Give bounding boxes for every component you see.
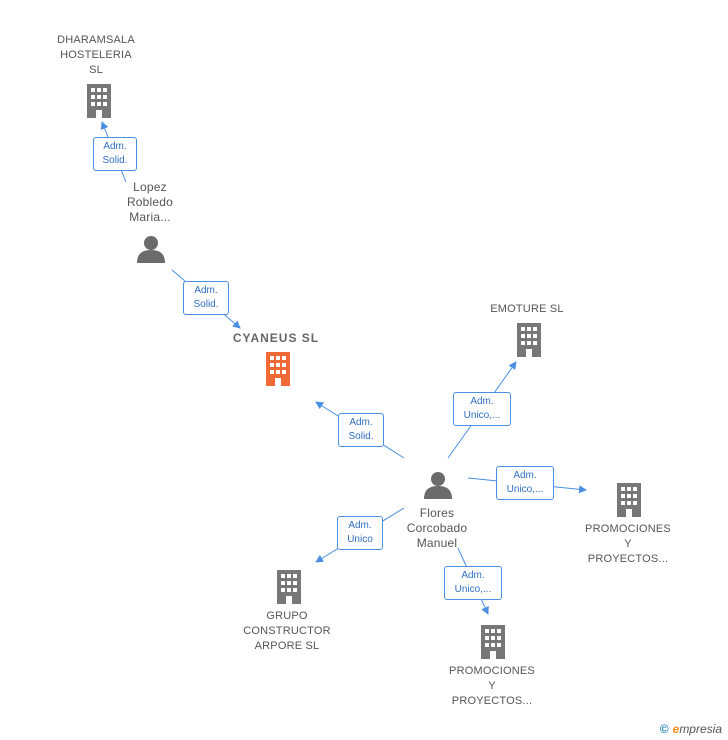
- label-line: Corcobado: [406, 521, 468, 535]
- label-promociones2: PROMOCIONES Y PROYECTOS...: [440, 664, 544, 709]
- edge-label-line: Adm.: [461, 570, 485, 581]
- label-promociones1: PROMOCIONES Y PROYECTOS...: [576, 522, 680, 567]
- edge-label-line: Adm.: [349, 417, 373, 428]
- label-lopez: Lopez Robledo Maria...: [110, 180, 190, 225]
- label-line: Lopez: [133, 180, 167, 194]
- edge-label-line: Adm.: [513, 470, 537, 481]
- label-emoture: EMOTURE SL: [490, 303, 564, 315]
- label-line: Y: [488, 680, 496, 692]
- building-icon[interactable]: [477, 624, 509, 660]
- edge-label-line: Adm.: [103, 141, 127, 152]
- building-icon[interactable]: [513, 322, 545, 358]
- label-line: CONSTRUCTOR: [243, 625, 331, 637]
- label-cyaneus: CYANEUS SL: [232, 331, 320, 345]
- edge-label-flores-cyaneus[interactable]: Adm. Solid.: [338, 413, 384, 447]
- label-line: SL: [89, 64, 103, 76]
- building-icon[interactable]: [273, 569, 305, 605]
- edge-label-line: Adm.: [348, 520, 372, 531]
- edge-label-line: Unico: [347, 534, 373, 545]
- label-line: PROYECTOS...: [587, 553, 669, 565]
- building-icon[interactable]: [613, 482, 645, 518]
- edge-label-flores-emoture[interactable]: Adm. Unico,...: [453, 392, 511, 426]
- edge-label-line: Solid.: [348, 431, 374, 442]
- label-line: ARPORE SL: [254, 640, 320, 652]
- edge-label-lopez-cyaneus[interactable]: Adm. Solid.: [183, 281, 229, 315]
- copyright-icon: ©: [659, 722, 669, 736]
- label-line: GRUPO: [266, 610, 308, 622]
- label-line: Flores: [419, 506, 455, 520]
- label-line: HOSTELERIA: [60, 49, 132, 61]
- building-icon[interactable]: [262, 351, 294, 387]
- edge-label-line: Solid.: [193, 299, 219, 310]
- edge-label-flores-promociones1[interactable]: Adm. Unico,...: [496, 466, 554, 500]
- label-line: PROYECTOS...: [451, 695, 533, 707]
- edge-label-flores-grupo[interactable]: Adm. Unico: [337, 516, 383, 550]
- person-icon[interactable]: [423, 470, 453, 500]
- label-line: PROMOCIONES: [585, 523, 671, 535]
- label-line: Maria...: [129, 210, 171, 224]
- edge-label-line: Unico,...: [506, 484, 544, 495]
- edge-label-line: Unico,...: [454, 584, 492, 595]
- edge-label-line: Adm.: [470, 396, 494, 407]
- label-dharamsala: DHARAMSALA HOSTELERIA SL: [40, 33, 152, 78]
- label-grupo: GRUPO CONSTRUCTOR ARPORE SL: [232, 609, 342, 654]
- person-icon[interactable]: [136, 234, 166, 264]
- edge-label-lopez-dharamsala[interactable]: Adm. Solid.: [93, 137, 137, 171]
- edge-label-line: Adm.: [194, 285, 218, 296]
- label-line: PROMOCIONES: [449, 665, 535, 677]
- edge-label-flores-promociones2[interactable]: Adm. Unico,...: [444, 566, 502, 600]
- edge-label-line: Solid.: [102, 155, 128, 166]
- brand-initial: e: [672, 722, 680, 736]
- label-line: Manuel: [416, 536, 458, 550]
- building-icon[interactable]: [83, 83, 115, 119]
- label-line: DHARAMSALA: [57, 34, 135, 46]
- brand-rest: mpresia: [679, 722, 722, 736]
- empresia-logo: ©empresia: [660, 722, 722, 736]
- label-line: Robledo: [126, 195, 174, 209]
- label-line: Y: [624, 538, 632, 550]
- edge-label-line: Unico,...: [463, 410, 501, 421]
- label-flores: Flores Corcobado Manuel: [392, 506, 482, 551]
